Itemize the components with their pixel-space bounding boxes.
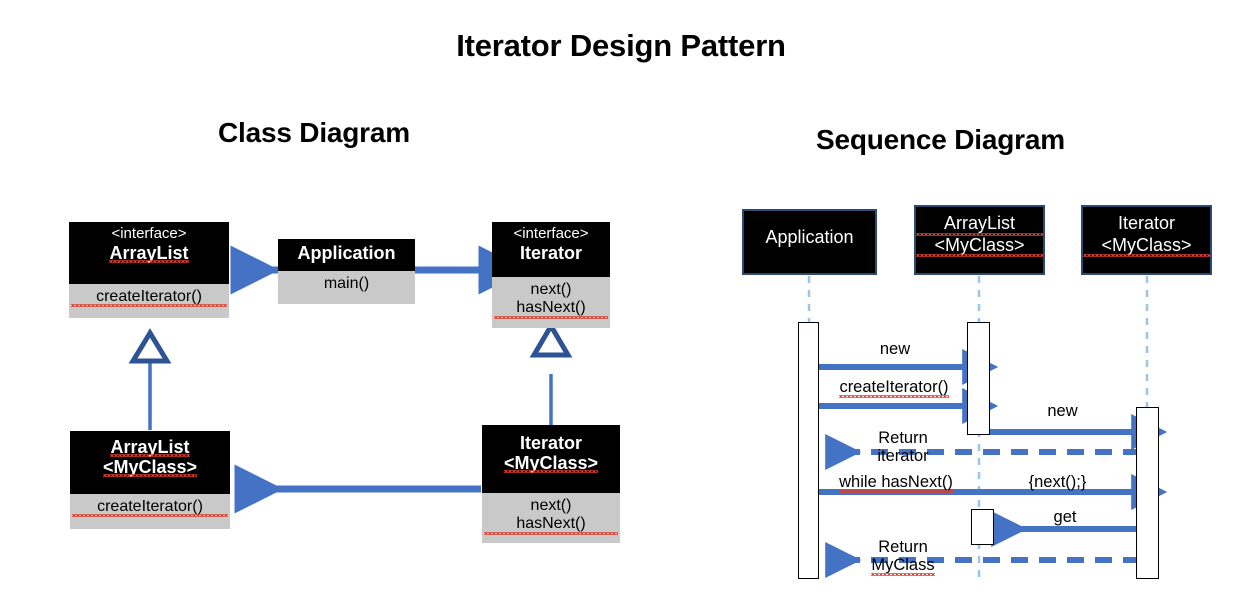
class-member: createIterator() [72, 498, 228, 518]
class-box-header: Application [278, 239, 415, 271]
class-member: hasNext() [484, 515, 618, 536]
class-stereotype: <interface> [513, 225, 589, 242]
class-name: ArrayList [109, 242, 189, 264]
activation-arraylist-1 [967, 322, 990, 435]
participant-arraylist[interactable]: ArrayList <MyClass> [914, 205, 1045, 275]
message-label-return-myclass: Return MyClass [838, 538, 968, 576]
return-line-1: Return [878, 429, 928, 447]
class-box-arraylist-interface[interactable]: <interface> ArrayList createIterator() [69, 222, 229, 318]
class-box-members: createIterator() [70, 494, 230, 529]
class-box-application[interactable]: Application main() [278, 239, 415, 304]
class-name: Application [297, 243, 396, 263]
class-diagram-title: Class Diagram [218, 117, 410, 148]
class-member: hasNext() [494, 299, 608, 320]
class-box-header: <interface> ArrayList [69, 222, 229, 284]
participant-application[interactable]: Application [742, 209, 877, 275]
message-label-next-block: {next();} [1028, 473, 1087, 491]
message-label-createiterator: createIterator() [839, 378, 949, 398]
class-box-header: ArrayList <MyClass> [70, 431, 230, 494]
class-stereotype: <interface> [111, 225, 187, 242]
activation-application [798, 322, 819, 579]
class-box-arraylist-myclass[interactable]: ArrayList <MyClass> createIterator() [70, 431, 230, 529]
class-member: createIterator() [71, 288, 227, 308]
class-member: next() [530, 497, 572, 514]
message-label-new-arraylist: new [879, 340, 911, 358]
return-line-2: iterator [877, 446, 929, 465]
relation-arraylist-realization [128, 328, 172, 430]
participant-type-param: <MyClass> [1083, 235, 1210, 257]
class-box-header: Iterator <MyClass> [482, 425, 620, 493]
class-name: Iterator [519, 433, 582, 453]
participant-iterator[interactable]: Iterator <MyClass> [1081, 205, 1212, 275]
class-type-param: <MyClass> [503, 453, 599, 474]
class-member: main() [323, 275, 370, 292]
message-label-new-iterator: new [1047, 402, 1078, 420]
return-line-2: MyClass [871, 555, 935, 576]
class-box-header: <interface> Iterator [492, 222, 610, 277]
activation-arraylist-2 [971, 509, 994, 545]
relation-iterator-realization [529, 321, 573, 426]
class-member: next() [530, 281, 572, 298]
class-box-members: next() hasNext() [492, 277, 610, 328]
class-box-members: createIterator() [69, 284, 229, 318]
participant-type-param: <MyClass> [916, 235, 1043, 257]
participant-label: Application [765, 227, 854, 247]
class-box-iterator-interface[interactable]: <interface> Iterator next() hasNext() [492, 222, 610, 328]
return-line-1: Return [878, 538, 928, 556]
sequence-diagram-title: Sequence Diagram [816, 124, 1065, 155]
class-box-members: main() [278, 271, 415, 304]
class-box-iterator-myclass[interactable]: Iterator <MyClass> next() hasNext() [482, 425, 620, 543]
message-label-get: get [1053, 508, 1077, 526]
class-name: ArrayList [110, 437, 190, 458]
class-name: Iterator [519, 242, 582, 263]
participant-label: ArrayList [916, 213, 1043, 236]
participant-label: Iterator [1117, 213, 1176, 233]
message-label-while-hasnext: while hasNext() [839, 473, 953, 493]
class-type-param: <MyClass> [102, 457, 198, 478]
message-label-return-iterator: Return iterator [838, 429, 968, 466]
activation-iterator [1136, 407, 1159, 579]
page-title: Iterator Design Pattern [456, 28, 786, 63]
class-box-members: next() hasNext() [482, 493, 620, 543]
